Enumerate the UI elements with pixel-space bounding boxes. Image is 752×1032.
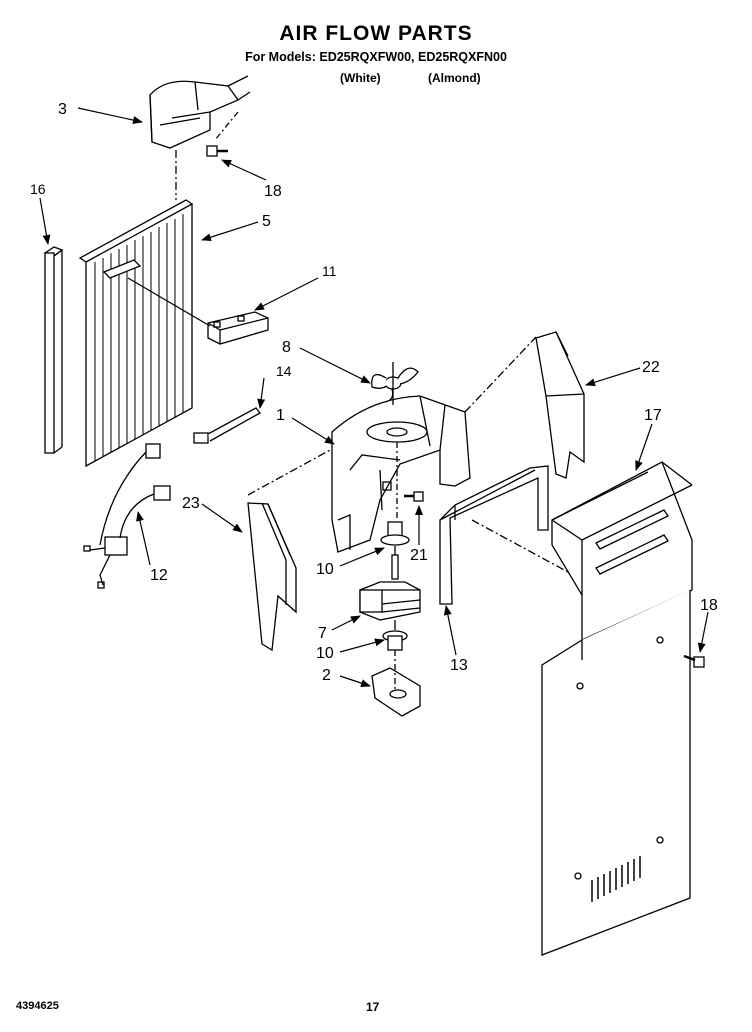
- callout-23: 23: [182, 495, 200, 512]
- callout-10-lower: 10: [316, 645, 334, 662]
- callout-13: 13: [450, 657, 468, 674]
- color-variant-white: (White): [340, 71, 381, 85]
- callout-2: 2: [322, 667, 331, 684]
- color-variant-almond: (Almond): [428, 71, 481, 85]
- side-panel-right: [535, 331, 585, 479]
- callout-leaders: [39, 107, 709, 687]
- document-number: 4394625: [16, 1000, 59, 1012]
- gasket-strip: [43, 246, 64, 454]
- screw-top: [206, 111, 239, 157]
- part-duct-top: [149, 75, 251, 200]
- callout-16: 16: [30, 181, 46, 197]
- callout-11: 11: [322, 263, 337, 279]
- callout-12: 12: [150, 567, 168, 584]
- fan-motor-assembly: [359, 521, 421, 717]
- wire-harness: [83, 443, 171, 589]
- page-title: AIR FLOW PARTS: [279, 22, 473, 45]
- rear-air-duct-panel: [541, 461, 693, 956]
- callout-7: 7: [318, 625, 327, 642]
- callout-18-right: 18: [700, 597, 718, 614]
- screw-shroud: [404, 491, 424, 502]
- fan-shroud: [331, 336, 537, 553]
- callout-labels: 3 18 16 5 11 14 8 1 23 12 10 21 7 10 2 1…: [30, 101, 718, 684]
- u-channel-duct: [439, 465, 569, 605]
- callout-18-top: 18: [264, 183, 282, 200]
- screw-panel: [683, 654, 705, 668]
- callout-1: 1: [276, 407, 285, 424]
- callout-10-upper: 10: [316, 561, 334, 578]
- callout-8: 8: [282, 339, 291, 356]
- model-list: For Models: ED25RQXFW00, ED25RQXFN00: [245, 50, 507, 64]
- callout-5: 5: [262, 213, 271, 230]
- callout-22: 22: [642, 359, 660, 376]
- callout-14: 14: [276, 363, 292, 379]
- evaporator-cover: [78, 199, 193, 468]
- callout-21: 21: [410, 547, 428, 564]
- callout-17: 17: [644, 407, 662, 424]
- defrost-thermostat: [127, 277, 269, 345]
- callout-3: 3: [58, 101, 67, 118]
- page-number: 17: [366, 1000, 380, 1014]
- fan-blade: [371, 362, 419, 405]
- side-panel-left: [247, 448, 333, 652]
- defrost-heater: [193, 407, 261, 444]
